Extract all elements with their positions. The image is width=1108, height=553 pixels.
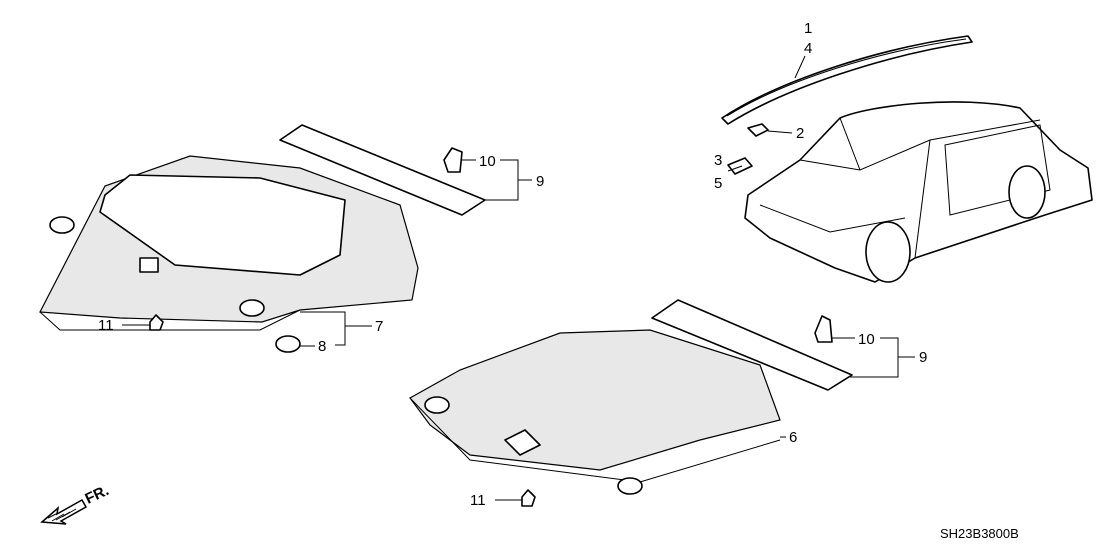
callout-8: 8 bbox=[318, 338, 326, 355]
callout-10-lower: 10 bbox=[858, 331, 875, 348]
callout-4: 4 bbox=[804, 40, 812, 57]
front-arrow-icon bbox=[40, 498, 88, 525]
clip-8 bbox=[275, 335, 301, 353]
front-label: FR. bbox=[83, 482, 112, 508]
clip-11-upper bbox=[149, 314, 164, 331]
headliner-7 bbox=[39, 155, 419, 331]
diagram-code: SH23B3800B bbox=[940, 526, 1019, 541]
callout-3: 3 bbox=[714, 152, 722, 169]
headliner-6 bbox=[409, 329, 781, 495]
car-outline bbox=[744, 101, 1093, 283]
clip-2 bbox=[747, 123, 769, 137]
callout-10-upper: 10 bbox=[479, 153, 496, 170]
callout-1: 1 bbox=[804, 20, 812, 37]
clip-10-lower bbox=[814, 315, 833, 343]
clip-11-lower bbox=[521, 489, 536, 507]
callout-2: 2 bbox=[796, 125, 804, 142]
callout-9-lower: 9 bbox=[919, 349, 927, 366]
clip-10-upper bbox=[443, 147, 463, 173]
callout-5: 5 bbox=[714, 175, 722, 192]
callout-9-upper: 9 bbox=[536, 173, 544, 190]
callout-11-upper: 11 bbox=[98, 317, 114, 334]
callout-7: 7 bbox=[375, 318, 383, 335]
callout-11-lower: 11 bbox=[470, 492, 486, 509]
callout-6: 6 bbox=[789, 429, 797, 446]
roof-molding bbox=[721, 35, 973, 125]
leader-lines bbox=[122, 55, 915, 501]
bracket-9-lower bbox=[651, 299, 853, 391]
clip-3-5 bbox=[727, 157, 753, 175]
